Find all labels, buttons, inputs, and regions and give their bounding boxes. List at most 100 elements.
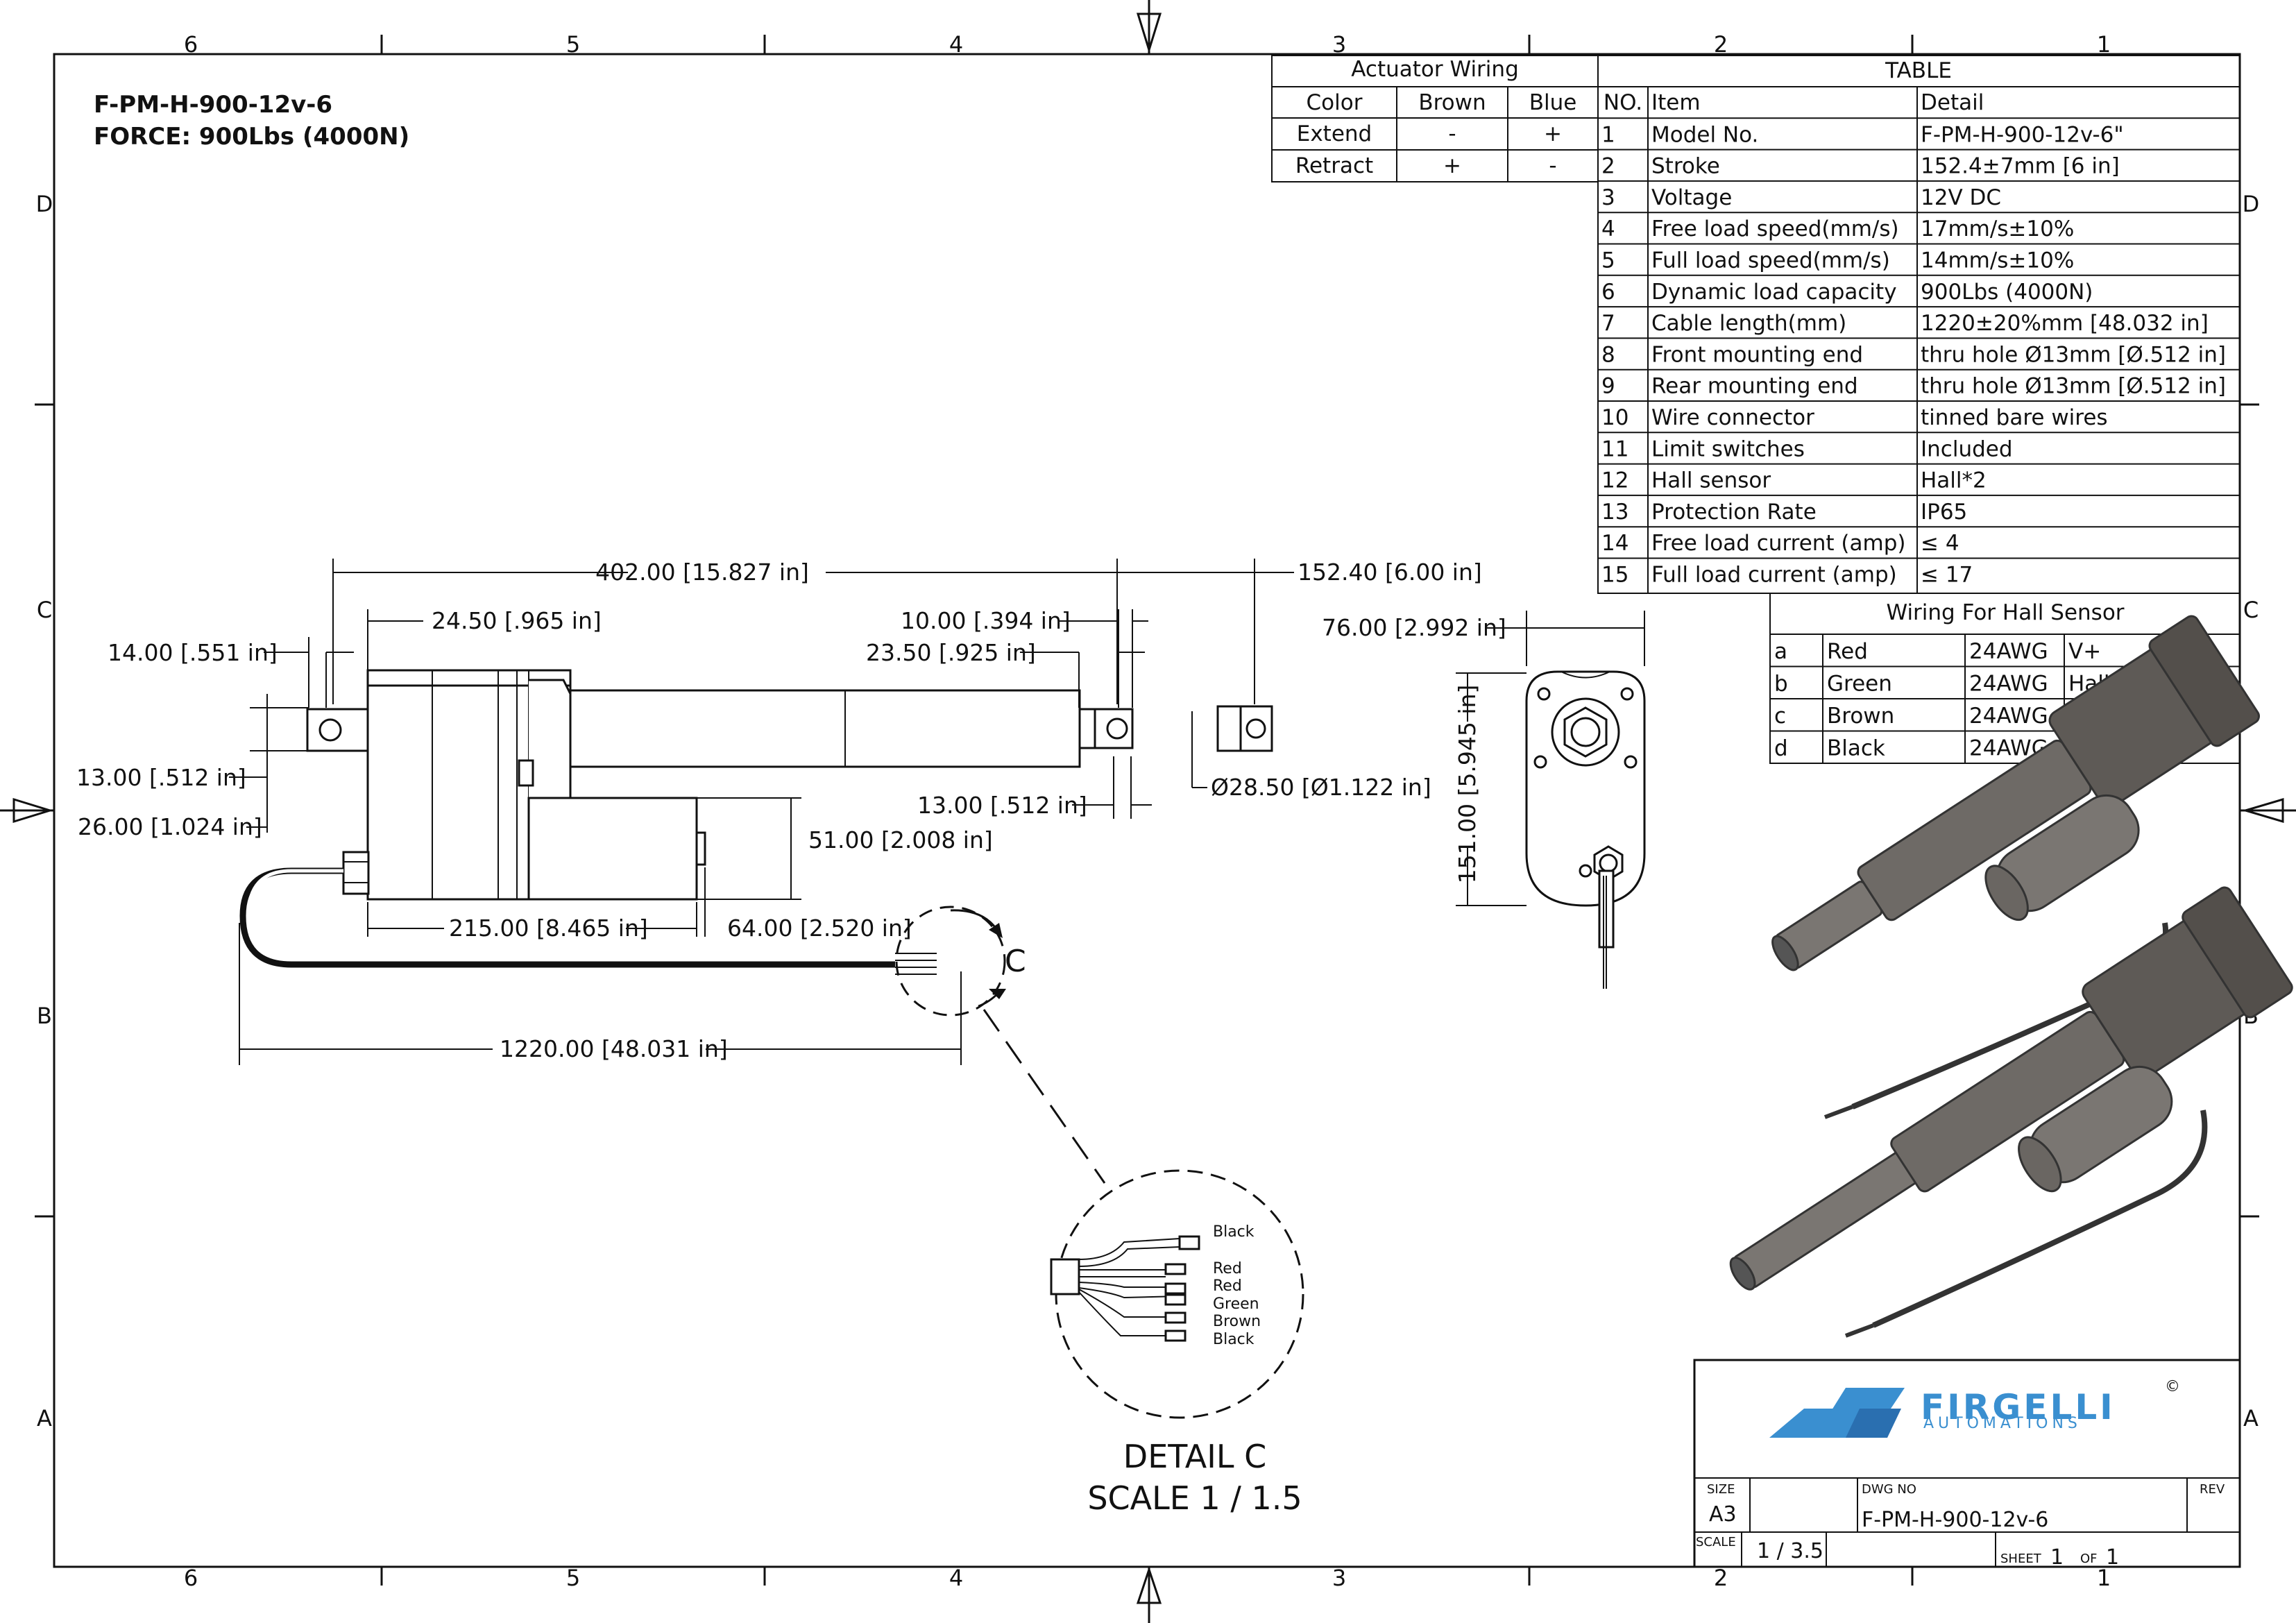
actuator-side-view <box>239 669 1273 975</box>
spec-row-detail: 900Lbs (4000N) <box>1921 280 2093 305</box>
spec-row-no: 10 <box>1601 405 1629 430</box>
spec-row-detail: thru hole Ø13mm [Ø.512 in] <box>1921 374 2226 399</box>
tb-dwg-value: F-PM-H-900-12v-6 <box>1862 1508 2048 1532</box>
spec-header-detail: Detail <box>1921 90 1984 115</box>
spec-row-detail: 152.4±7mm [6 in] <box>1921 154 2120 179</box>
hall-row-gauge: 24AWG <box>1969 672 2048 697</box>
spec-row-item: Limit switches <box>1651 436 1805 461</box>
aw-extend-brown: - <box>1448 121 1456 146</box>
tb-rev-label: REV <box>2200 1482 2225 1497</box>
aw-header-brown: Brown <box>1418 90 1486 115</box>
zone-col-4: 4 <box>949 31 963 58</box>
aw-extend-label: Extend <box>1297 121 1372 146</box>
spec-row-detail: 17mm/s±10% <box>1921 216 2074 241</box>
detail-wire-4: Green <box>1213 1295 1259 1313</box>
spec-row-detail: Hall*2 <box>1921 468 1987 493</box>
force-title: FORCE: 900Lbs (4000N) <box>94 123 409 151</box>
aw-extend-blue: + <box>1544 121 1562 146</box>
spec-row-no: 3 <box>1601 185 1615 210</box>
detail-c-view <box>1050 1169 1304 1419</box>
model-title: F-PM-H-900-12v-6 <box>94 91 332 119</box>
actuator-wiring-title: Actuator Wiring <box>1351 57 1519 82</box>
spec-row-item: Free load current (amp) <box>1651 531 1906 556</box>
zone-col-5: 5 <box>566 31 580 58</box>
tb-sheet-label: SHEET <box>2000 1552 2042 1566</box>
spec-row-item: Protection Rate <box>1651 500 1817 525</box>
hall-row-color: Green <box>1827 672 1892 697</box>
dim-76-00: 76.00 [2.992 in] <box>1322 614 1506 641</box>
dim-10-00: 10.00 [.394 in] <box>901 607 1071 634</box>
spec-row-item: Front mounting end <box>1651 342 1863 367</box>
zone-col-5-bottom: 5 <box>566 1565 580 1591</box>
spec-row-item: Voltage <box>1651 185 1732 210</box>
detail-c-title: DETAIL C <box>1123 1438 1266 1475</box>
dim-215-00: 215.00 [8.465 in] <box>449 915 648 942</box>
aw-retract-blue: - <box>1549 153 1556 178</box>
detail-wire-3: Red <box>1213 1277 1242 1295</box>
spec-row-item: Full load speed(mm/s) <box>1651 248 1890 273</box>
zone-col-2: 2 <box>1714 31 1728 58</box>
zone-row-a: A <box>37 1405 52 1431</box>
zone-row-d: D <box>36 191 53 217</box>
spec-row-detail: ≤ 4 <box>1921 531 1959 556</box>
hall-row-id: d <box>1774 736 1788 761</box>
hall-row-color: Red <box>1827 639 1868 664</box>
spec-row-item: Full load current (amp) <box>1651 563 1897 588</box>
isometric-render-extended <box>1729 886 2293 1338</box>
detail-c-callout: C <box>895 906 1106 1184</box>
dim-26-00: 26.00 [1.024 in] <box>78 813 262 840</box>
spec-row-detail: 14mm/s±10% <box>1921 248 2074 273</box>
title-block <box>1693 1359 2241 1568</box>
detail-wire-2: Red <box>1213 1260 1242 1277</box>
spec-row-no: 14 <box>1601 531 1629 556</box>
isometric-render-retracted <box>1771 615 2260 1119</box>
logo-firgelli: FIRGELLI <box>1921 1387 2116 1427</box>
hall-row-id: c <box>1774 704 1786 729</box>
spec-row-item: Rear mounting end <box>1651 374 1858 399</box>
spec-row-detail: Included <box>1921 436 2013 461</box>
hall-row-signal: V+ <box>2068 639 2101 664</box>
hall-row-id: a <box>1774 639 1787 664</box>
aw-header-color: Color <box>1307 90 1363 115</box>
dimension-lines <box>229 559 1294 1065</box>
tb-sheet-value: 1 <box>2050 1545 2064 1570</box>
zone-col-1: 1 <box>2097 31 2111 58</box>
hall-table-title: Wiring For Hall Sensor <box>1886 600 2124 625</box>
dim-64-00: 64.00 [2.520 in] <box>727 915 912 942</box>
spec-row-no: 13 <box>1601 500 1629 525</box>
spec-header-item: Item <box>1651 90 1701 115</box>
zone-row-a-right: A <box>2243 1405 2259 1431</box>
spec-row-no: 9 <box>1601 374 1615 399</box>
spec-row-item: Free load speed(mm/s) <box>1651 216 1899 241</box>
dim-diameter-28-50: Ø28.50 [Ø1.122 in] <box>1211 774 1431 801</box>
zone-col-1-bottom: 1 <box>2097 1565 2111 1591</box>
zone-row-b: B <box>37 1003 52 1029</box>
spec-row-item: Wire connector <box>1651 405 1814 430</box>
detail-wire-5: Brown <box>1213 1313 1261 1330</box>
dim-23-50: 23.50 [.925 in] <box>866 639 1036 666</box>
dim-14-00: 14.00 [.551 in] <box>108 639 278 666</box>
dim-24-50: 24.50 [.965 in] <box>432 607 602 634</box>
spec-row-no: 5 <box>1601 248 1615 273</box>
spec-row-no: 7 <box>1601 311 1615 336</box>
spec-row-no: 15 <box>1601 563 1629 588</box>
actuator-end-view <box>1456 611 1646 989</box>
aw-retract-brown: + <box>1443 153 1461 178</box>
actuator-wiring-table: Actuator Wiring Color Brown Blue Extend … <box>1271 55 1599 182</box>
zone-row-d-right: D <box>2243 191 2260 217</box>
spec-row-detail: 12V DC <box>1921 185 2001 210</box>
dim-51-00: 51.00 [2.008 in] <box>808 826 993 853</box>
aw-retract-label: Retract <box>1295 153 1373 178</box>
spec-row-item: Hall sensor <box>1651 468 1771 493</box>
aw-header-blue: Blue <box>1529 90 1577 115</box>
hall-row-color: Brown <box>1827 704 1894 729</box>
tb-size-value: A3 <box>1709 1502 1737 1527</box>
spec-row-no: 4 <box>1601 216 1615 241</box>
spec-row-detail: tinned bare wires <box>1921 405 2108 430</box>
spec-row-no: 6 <box>1601 280 1615 305</box>
spec-header-no: NO. <box>1604 90 1642 115</box>
spec-row-no: 11 <box>1601 436 1629 461</box>
tb-size-label: SIZE <box>1707 1482 1735 1497</box>
logo-automations: AUTOMATIONS <box>1923 1415 2082 1432</box>
